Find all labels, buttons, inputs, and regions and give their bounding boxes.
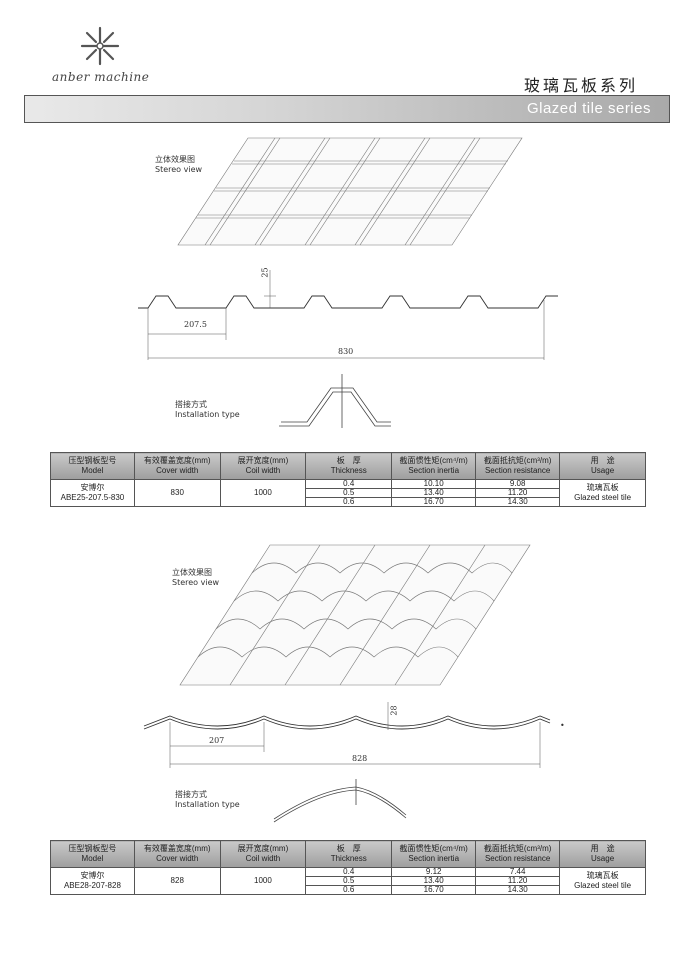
dim-width-2: 828 <box>352 754 368 763</box>
profile-section-2: • <box>143 702 565 768</box>
stereo-view-drawing-2 <box>179 544 531 686</box>
install-type-cn-1: 搭接方式 <box>175 400 207 409</box>
profile-section-1 <box>138 270 558 360</box>
dim-height-1: 25 <box>260 267 270 278</box>
svg-text:•: • <box>560 721 565 730</box>
stereo-view-cn-1: 立体效果图 <box>155 155 195 164</box>
dim-height-2: 28 <box>389 705 399 716</box>
header-cover-width: 有效覆盖宽度(mm)Cover width <box>133 840 221 868</box>
dim-pitch-1: 207.5 <box>184 320 207 329</box>
install-type-label-2: 搭接方式 Installation type <box>175 790 240 810</box>
brand-logo-text: anber machine <box>52 70 150 84</box>
stereo-view-label-2: 立体效果图 Stereo view <box>172 568 219 588</box>
cell-coil-width: 1000 <box>219 867 307 895</box>
dim-width-1: 830 <box>338 347 354 356</box>
table-row: 0.6 16.70 14.30 <box>51 885 646 895</box>
header-coil-width: 展开宽度(mm)Coil width <box>219 840 307 868</box>
cell-inertia: 16.70 <box>391 497 477 507</box>
stereo-view-cn-2: 立体效果图 <box>172 568 212 577</box>
dim-pitch-2: 207 <box>209 736 225 745</box>
cell-thickness: 0.6 <box>305 885 393 895</box>
series-banner: Glazed tile series <box>24 95 670 123</box>
cell-coil-width: 1000 <box>219 479 307 507</box>
header-inertia: 截面惯性矩(cm⁴/m)Section inertia <box>391 452 477 480</box>
anber-logo-icon <box>80 26 120 66</box>
install-type-label-1: 搭接方式 Installation type <box>175 400 240 420</box>
stereo-view-en-2: Stereo view <box>172 578 220 587</box>
install-type-cn-2: 搭接方式 <box>175 790 207 799</box>
cell-resistance: 14.30 <box>475 885 561 895</box>
series-title-en: Glazed tile series <box>526 100 651 117</box>
cell-cover-width: 830 <box>133 479 221 507</box>
header-inertia: 截面惯性矩(cm⁴/m)Section inertia <box>391 840 477 868</box>
header-resistance: 截面抵抗矩(cm³/m)Section resistance <box>475 452 561 480</box>
table-row: 0.6 16.70 14.30 <box>51 497 646 507</box>
stereo-view-en-1: Stereo view <box>155 165 203 174</box>
install-type-en-1: Installation type <box>175 410 240 419</box>
install-diagram-2 <box>273 779 407 823</box>
series-title-cn: 玻璃瓦板系列 <box>524 76 639 95</box>
header-coil-width: 展开宽度(mm)Coil width <box>219 452 307 480</box>
cell-resistance: 14.30 <box>475 497 561 507</box>
install-diagram-1 <box>279 374 391 428</box>
header-resistance: 截面抵抗矩(cm³/m)Section resistance <box>475 840 561 868</box>
header-cover-width: 有效覆盖宽度(mm)Cover width <box>133 452 221 480</box>
cell-inertia: 16.70 <box>391 885 477 895</box>
cell-cover-width: 828 <box>133 867 221 895</box>
stereo-view-drawing-1 <box>177 137 523 246</box>
cell-thickness: 0.6 <box>305 497 393 507</box>
install-type-en-2: Installation type <box>175 800 240 809</box>
stereo-view-label-1: 立体效果图 Stereo view <box>155 155 202 175</box>
